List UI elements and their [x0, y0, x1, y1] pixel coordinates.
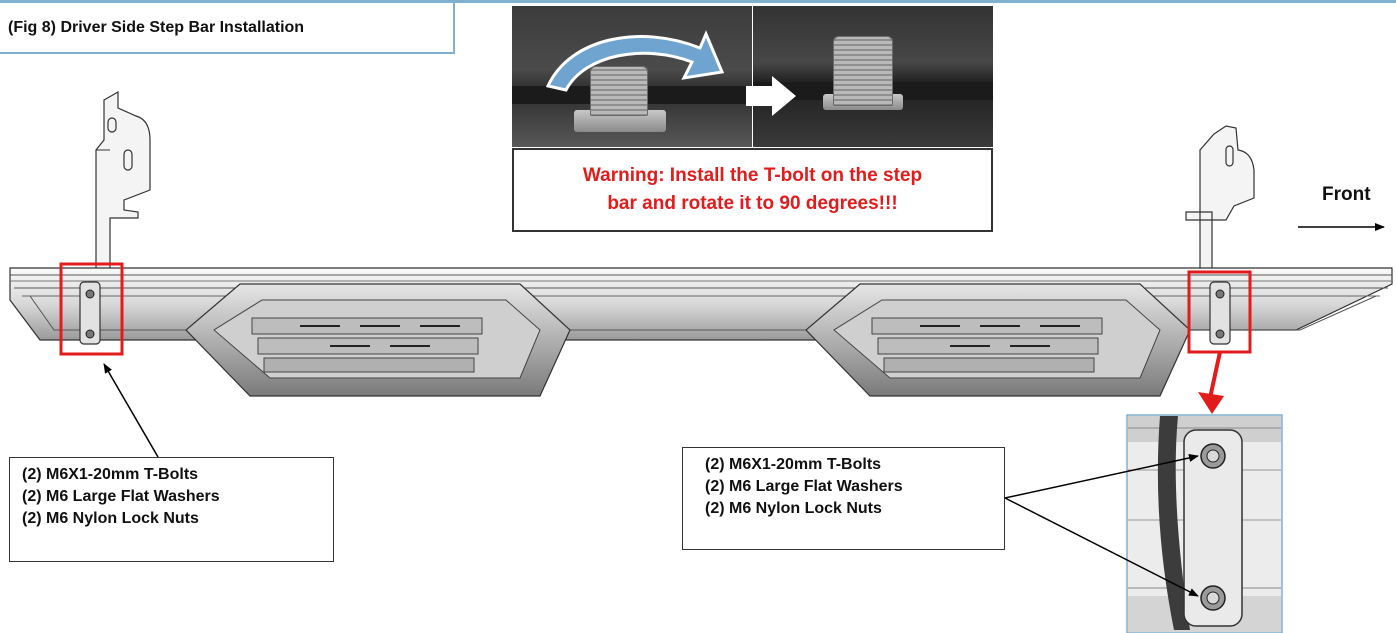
- warning-line-2: bar and rotate it to 90 degrees!!!: [607, 193, 898, 214]
- zoom-arrow-icon: [1198, 351, 1224, 414]
- photo-t-bolt-rotated: [753, 6, 993, 147]
- warning-line-1: Warning: Install the T-bolt on the step: [582, 165, 923, 186]
- hardware-list-rear: (2) M6X1-20mm T-Bolts (2) M6 Large Flat …: [9, 457, 334, 562]
- leader-line-rear: [103, 363, 159, 458]
- step-pad-left: [185, 283, 571, 397]
- hardware-item: (2) M6X1-20mm T-Bolts: [705, 456, 882, 473]
- hardware-list-front: (2) M6X1-20mm T-Bolts (2) M6 Large Flat …: [682, 447, 1005, 550]
- zoomed-inset: [1126, 414, 1283, 633]
- front-bolt-plate: [1209, 281, 1231, 345]
- hardware-item: (2) M6 Nylon Lock Nuts: [705, 500, 882, 517]
- hardware-item: (2) M6 Large Flat Washers: [22, 488, 220, 505]
- right-arrow-icon: [746, 76, 796, 116]
- top-rule: [0, 0, 1396, 3]
- highlight-rear-bolts: [59, 262, 124, 356]
- hardware-item: (2) M6X1-20mm T-Bolts: [22, 466, 199, 483]
- hardware-item: (2) M6 Nylon Lock Nuts: [22, 510, 199, 527]
- leader-line-front-top: [1004, 454, 1199, 499]
- front-label: Front: [1322, 184, 1371, 205]
- hardware-item: (2) M6 Large Flat Washers: [705, 478, 903, 495]
- rear-mounting-bracket: [95, 90, 151, 291]
- step-pad-right: [805, 283, 1191, 397]
- warning-box: Warning: Install the T-bolt on the step …: [512, 148, 993, 232]
- rear-bolt-plate: [79, 281, 101, 345]
- rotate-arrow-icon: [545, 30, 725, 92]
- leader-line-front-bottom: [1004, 497, 1199, 597]
- figure-title: (Fig 8) Driver Side Step Bar Installatio…: [0, 3, 455, 54]
- front-mounting-bracket: [1185, 125, 1255, 291]
